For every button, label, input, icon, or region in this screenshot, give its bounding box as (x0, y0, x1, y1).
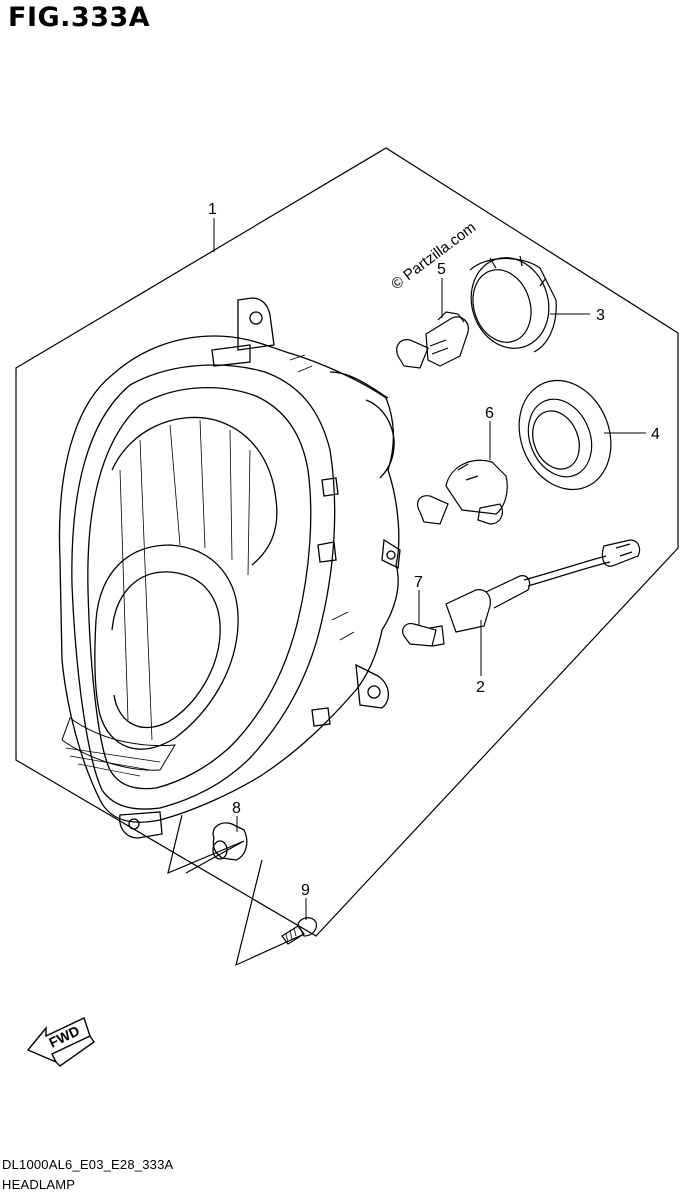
fastener-guide-lines (167, 814, 303, 967)
leader-lines (213, 218, 646, 920)
screw-part-9 (281, 917, 317, 945)
callout-5: 5 (437, 261, 446, 278)
dust-seal-part-4 (518, 379, 612, 491)
position-bulb-part-7 (402, 623, 445, 647)
watermark-text: © Partzilla.com (388, 219, 479, 293)
callout-8: 8 (232, 800, 241, 817)
callout-3: 3 (596, 307, 605, 324)
callout-6: 6 (485, 405, 494, 422)
fwd-direction-arrow: FWD (26, 1017, 95, 1067)
callout-1: 1 (208, 201, 217, 218)
socket-harness-part-2 (445, 539, 641, 633)
callout-9: 9 (301, 882, 310, 899)
headlamp-bulb-part-6 (417, 459, 508, 525)
assembly-frame (15, 147, 679, 937)
callout-numbers: 1 2 3 4 5 6 7 8 9 (208, 201, 660, 899)
callout-4: 4 (651, 426, 660, 443)
headlamp-bulb-part-5 (396, 311, 469, 369)
socket-cover-part-3 (469, 255, 557, 353)
figure-title: FIG.333A (8, 2, 151, 33)
grommet-part-8 (212, 822, 248, 861)
headlamp-housing (58, 297, 401, 839)
callout-2: 2 (476, 679, 485, 696)
callout-7: 7 (414, 574, 423, 591)
figure-code: DL1000AL6_E03_E28_333A (2, 1157, 174, 1172)
figure-name: HEADLAMP (2, 1177, 76, 1192)
